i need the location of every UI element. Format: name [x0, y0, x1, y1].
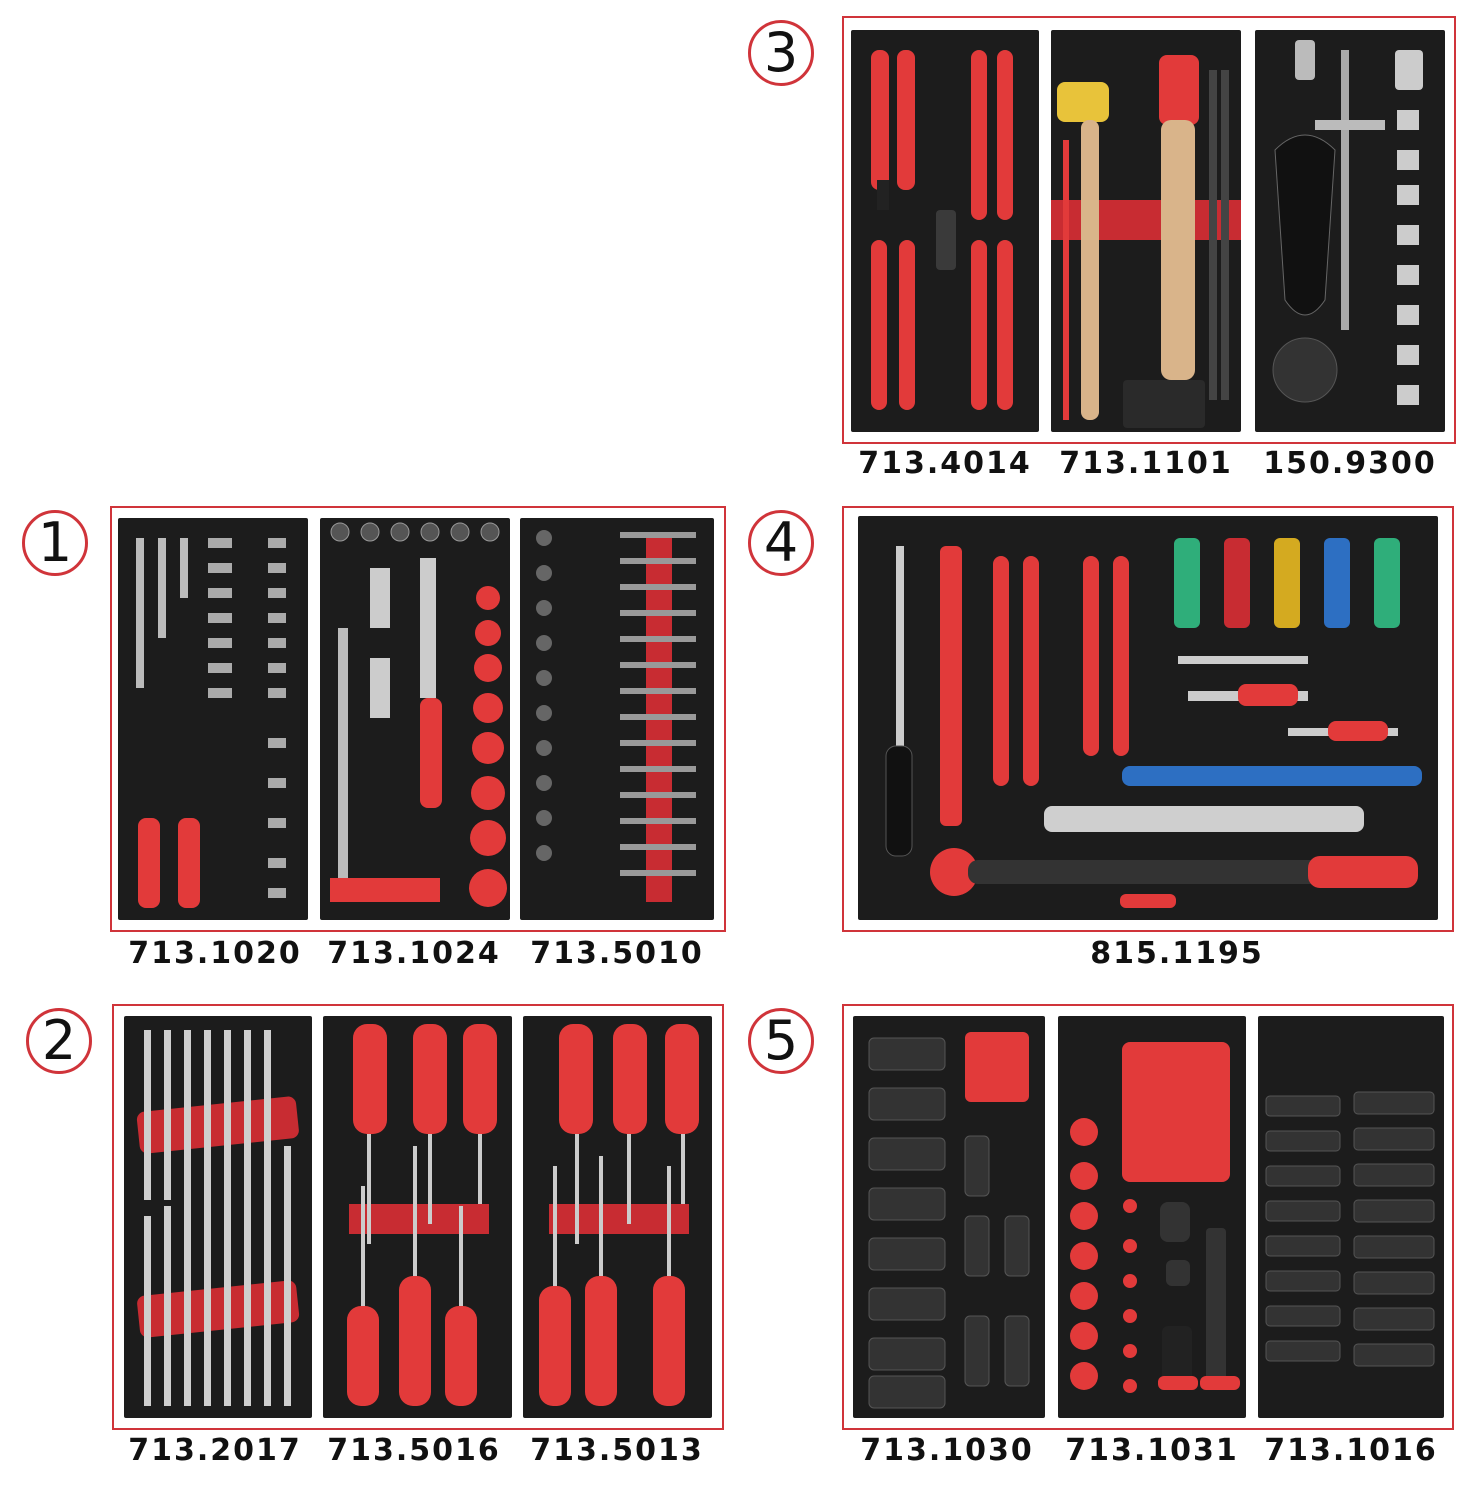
- tray-713-2017[interactable]: [124, 1016, 312, 1418]
- product-code: 713.5016: [327, 1433, 501, 1468]
- group-3-box: [842, 16, 1456, 444]
- group-4-box: [842, 506, 1454, 932]
- group-2-number-badge: 2: [26, 1008, 92, 1074]
- socket-set-tray-image: [136, 538, 286, 908]
- tray-713-1101[interactable]: [1051, 30, 1241, 432]
- product-code: 150.9300: [1263, 446, 1437, 481]
- product-code: 713.5010: [530, 936, 704, 971]
- tray-713-1024[interactable]: [320, 518, 510, 920]
- wrench-set-tray-image: [136, 1030, 300, 1406]
- product-code: 713.2017: [128, 1433, 302, 1468]
- bit-set-tray-image: [536, 530, 696, 902]
- tray-713-1016[interactable]: [1258, 1016, 1444, 1418]
- product-code: 815.1195: [1090, 936, 1264, 971]
- torx-screwdriver-set-tray-image: [539, 1024, 699, 1406]
- group-5-box: [842, 1004, 1454, 1430]
- impact-socket-accessory-tray-image: [1070, 1042, 1240, 1393]
- impact-bit-socket-tray-image: [1265, 1091, 1435, 1367]
- filter-wrench-tray-image: [1272, 40, 1423, 405]
- tire-service-tray-image: [885, 538, 1422, 908]
- tray-713-5016[interactable]: [323, 1016, 512, 1418]
- group-4-number-badge: 4: [748, 510, 814, 576]
- impact-socket-set-tray-image: [868, 1032, 1030, 1409]
- product-code: 713.1020: [128, 936, 302, 971]
- pliers-tray-image: [871, 50, 1013, 410]
- screwdriver-set-tray-image: [347, 1024, 497, 1406]
- tray-713-1030[interactable]: [853, 1016, 1045, 1418]
- product-code: 713.1101: [1059, 446, 1233, 481]
- tray-713-1031[interactable]: [1058, 1016, 1246, 1418]
- group-5-number-badge: 5: [748, 1008, 814, 1074]
- tray-713-5013[interactable]: [523, 1016, 712, 1418]
- tray-713-4014[interactable]: [851, 30, 1039, 432]
- hammer-tray-image: [1051, 55, 1241, 428]
- product-code: 713.4014: [858, 446, 1032, 481]
- tray-150-9300[interactable]: [1255, 30, 1445, 432]
- group-1-box: [110, 506, 726, 932]
- group-3-number-badge: 3: [748, 20, 814, 86]
- product-code: 713.1031: [1065, 1433, 1239, 1468]
- tray-815-1195[interactable]: [858, 516, 1438, 920]
- product-code: 713.1024: [327, 936, 501, 971]
- tray-713-1020[interactable]: [118, 518, 308, 920]
- product-code: 713.1030: [860, 1433, 1034, 1468]
- group-1-number-badge: 1: [22, 510, 88, 576]
- tray-713-5010[interactable]: [520, 518, 714, 920]
- ratchet-tray-image: [330, 522, 507, 907]
- group-2-box: [112, 1004, 724, 1430]
- product-code: 713.1016: [1264, 1433, 1438, 1468]
- product-code: 713.5013: [530, 1433, 704, 1468]
